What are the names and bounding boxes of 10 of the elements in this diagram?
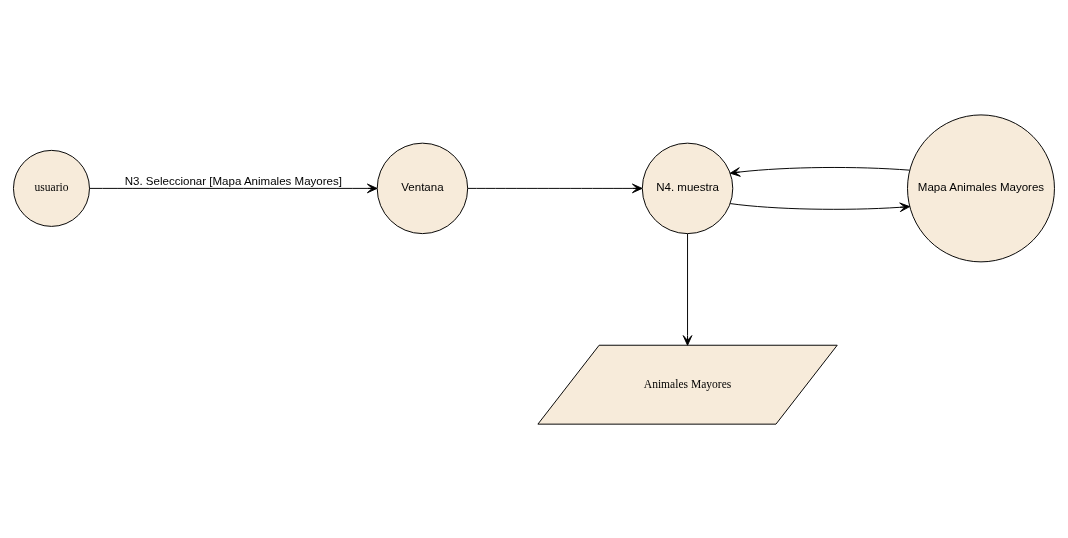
arrow	[89, 183, 378, 193]
arrow	[467, 183, 643, 193]
node-circle: N4. muestra	[641, 142, 734, 234]
node-circle: usuario	[13, 149, 90, 227]
arrow	[729, 166, 911, 177]
edge-label: N3. Seleccionar [Mapa Animales Mayores]	[124, 174, 342, 187]
node-circle: Ventana	[376, 142, 469, 234]
arrow	[729, 202, 911, 212]
arrow	[682, 232, 693, 346]
node-circle: Mapa Animales Mayores	[907, 113, 1055, 262]
